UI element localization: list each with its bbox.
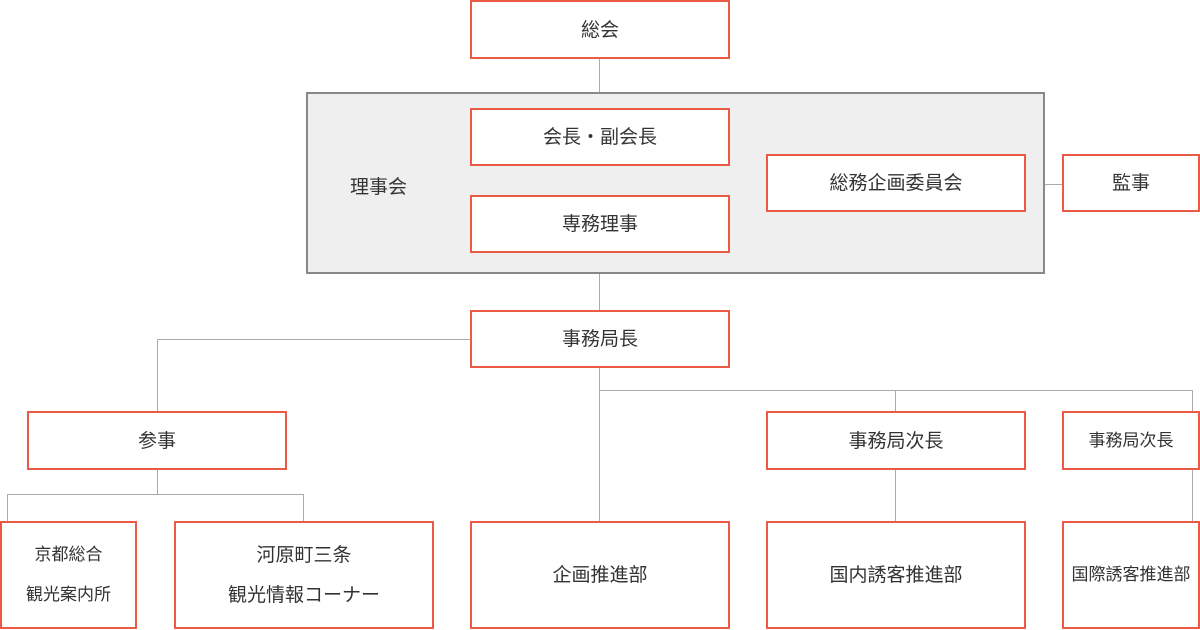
counselor-box: 参事 xyxy=(27,411,287,470)
executive-director-label: 専務理事 xyxy=(561,213,638,235)
connector xyxy=(599,273,600,310)
unit-label-line: 観光情報コーナー xyxy=(227,584,380,606)
connector xyxy=(599,390,1193,391)
secretary-general-box: 事務局長 xyxy=(470,310,730,368)
committee-box: 総務企画委員会 xyxy=(766,154,1026,212)
deputy-box: 事務局次長 xyxy=(766,411,1026,470)
unit-label-line: 河原町三条 xyxy=(256,544,352,566)
deputy-label: 事務局次長 xyxy=(848,429,944,452)
counselor-label: 参事 xyxy=(137,429,176,452)
unit-label: 国内誘客推進部 xyxy=(829,564,963,586)
connector xyxy=(303,494,304,521)
auditor-label: 監事 xyxy=(1111,172,1150,194)
committee-label: 総務企画委員会 xyxy=(829,172,963,194)
board-label: 理事会 xyxy=(350,176,408,198)
connector xyxy=(1192,390,1193,411)
kyoto-info-center-box: 京都総合観光案内所 xyxy=(0,521,137,629)
unit-label: 企画推進部 xyxy=(552,564,648,586)
deputy-box: 事務局次長 xyxy=(1062,411,1200,470)
kawaramachi-corner-box: 河原町三条観光情報コーナー xyxy=(174,521,434,629)
connector xyxy=(7,494,304,495)
secretary-general-label: 事務局長 xyxy=(561,328,638,350)
general-assembly-box: 総会 xyxy=(470,0,730,59)
executive-director-box: 専務理事 xyxy=(470,195,730,253)
general-assembly-label: 総会 xyxy=(580,18,619,41)
connector xyxy=(895,390,896,411)
unit-label-line: 観光案内所 xyxy=(26,585,111,605)
international-dept-box: 国際誘客推進部 xyxy=(1062,521,1200,629)
connector xyxy=(157,339,470,340)
unit-label: 国際誘客推進部 xyxy=(1071,565,1191,585)
deputy-label: 事務局次長 xyxy=(1088,430,1174,451)
connector xyxy=(7,494,8,521)
planning-dept-box: 企画推進部 xyxy=(470,521,730,629)
domestic-dept-box: 国内誘客推進部 xyxy=(766,521,1026,629)
connector xyxy=(599,58,600,92)
chair-box: 会長・副会長 xyxy=(470,108,730,166)
auditor-box: 監事 xyxy=(1062,154,1200,212)
connector xyxy=(157,469,158,494)
connector xyxy=(599,367,600,521)
connector xyxy=(157,339,158,411)
connector xyxy=(895,469,896,521)
connector xyxy=(1192,469,1193,521)
unit-label-line: 京都総合 xyxy=(34,545,103,565)
chair-label: 会長・副会長 xyxy=(542,126,657,148)
connector xyxy=(1044,184,1062,185)
